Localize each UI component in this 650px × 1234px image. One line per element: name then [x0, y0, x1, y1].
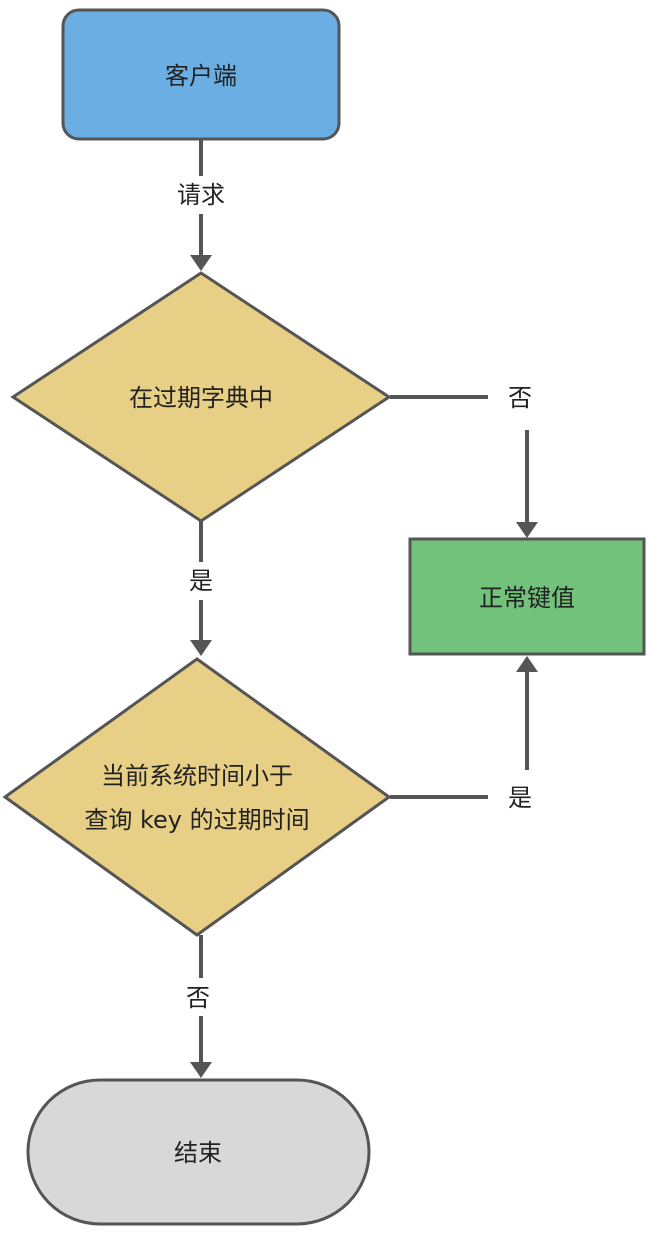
node-time-compare: 当前系统时间小于 查询 key 的过期时间: [2, 657, 392, 937]
normal-key-box: [408, 537, 646, 656]
dict-check-label: 在过期字典中: [129, 384, 273, 412]
end-box: [26, 1078, 371, 1226]
time-compare-label-line1: 当前系统时间小于: [101, 762, 293, 790]
arrowhead-time-no: [190, 1062, 212, 1078]
node-client: 客户端: [61, 8, 341, 141]
arrowhead-client-to-dict-check: [190, 255, 212, 271]
edge-label-dict-yes: 是: [189, 567, 213, 595]
client-label: 客户端: [165, 62, 237, 90]
arrowhead-dict-yes: [190, 640, 212, 656]
client-box: [61, 8, 341, 141]
arrowhead-time-yes: [516, 656, 538, 672]
node-dict-check: 在过期字典中: [10, 271, 392, 523]
edge-label-time-yes: 是: [508, 784, 532, 812]
time-compare-label-line2: 查询 key 的过期时间: [84, 806, 309, 834]
dict-check-diamond: [10, 271, 392, 523]
normal-key-label: 正常键值: [479, 584, 575, 612]
edge-label-request: 请求: [177, 181, 225, 209]
edge-label-time-no: 否: [186, 984, 210, 1012]
end-label: 结束: [174, 1139, 222, 1167]
node-normal-key: 正常键值: [408, 537, 646, 656]
node-end: 结束: [26, 1078, 371, 1226]
edge-label-dict-no: 否: [508, 384, 532, 412]
time-compare-diamond: [2, 657, 392, 937]
arrowhead-dict-no: [516, 522, 538, 538]
